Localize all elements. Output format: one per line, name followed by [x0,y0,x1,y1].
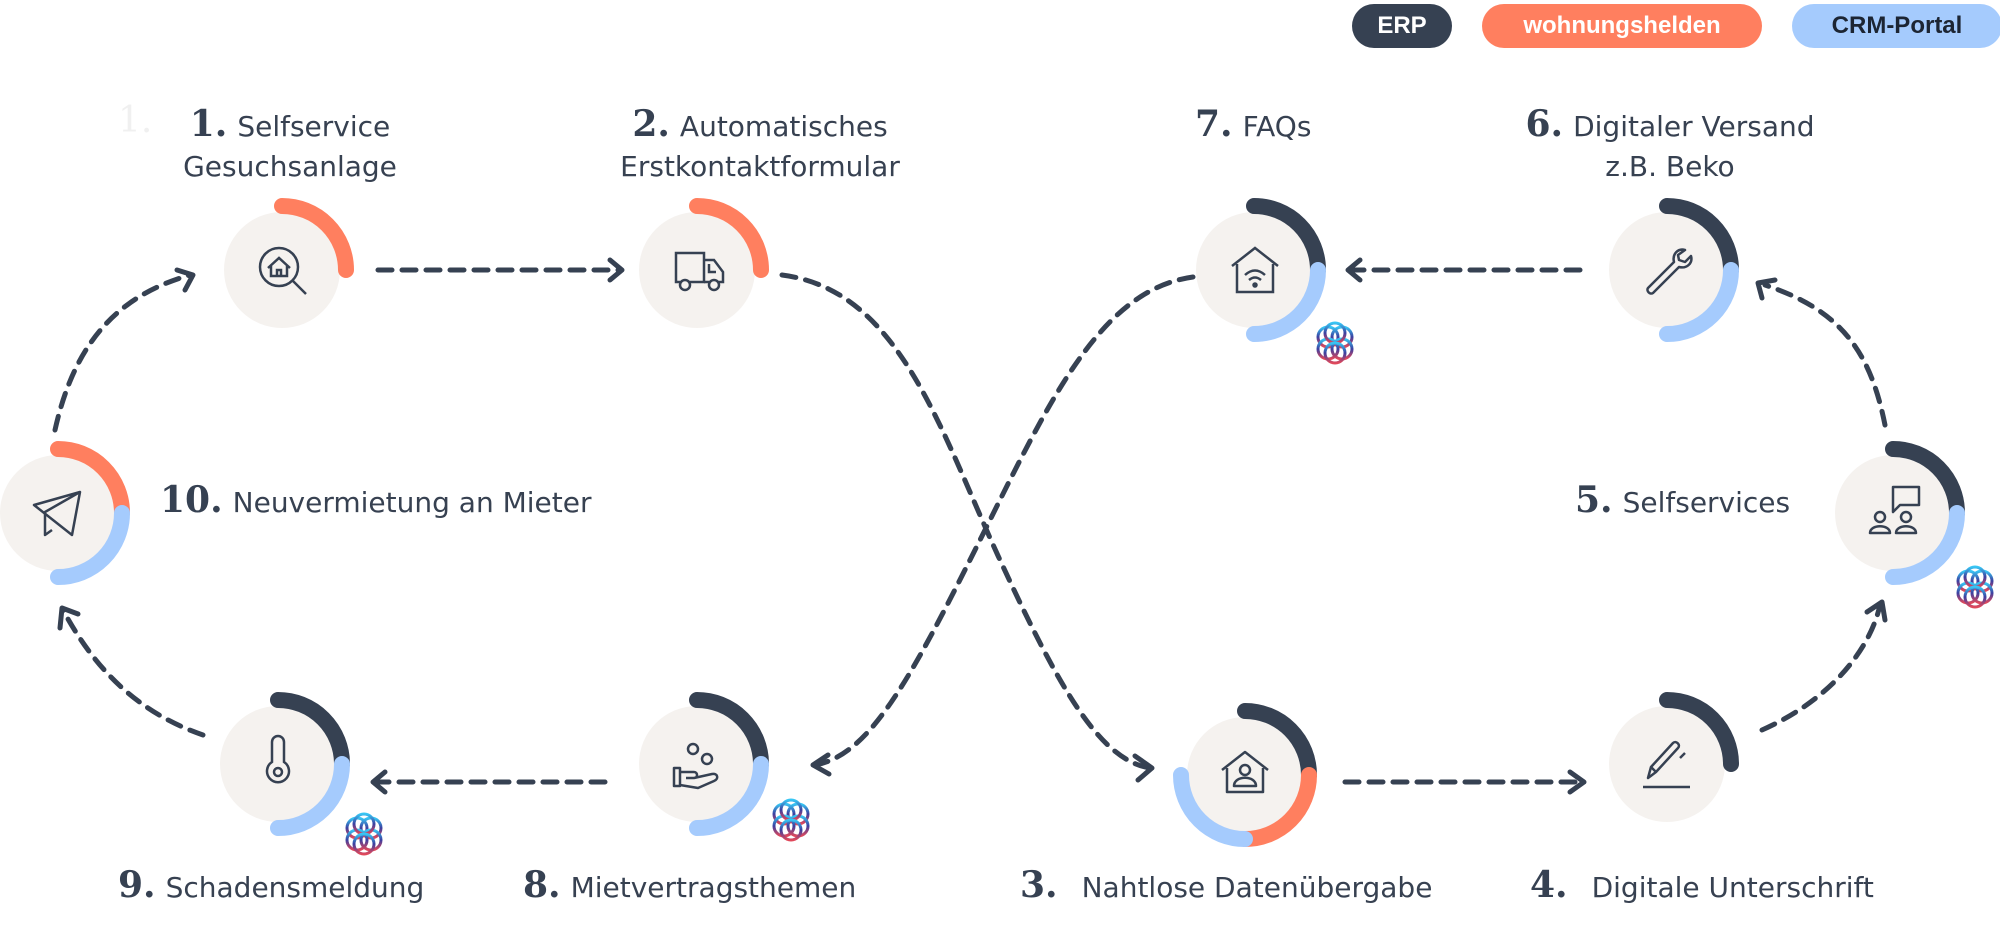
arrowhead-4 [1567,769,1587,795]
step-7-label: 7.FAQs [1195,103,1312,145]
smart-home-icon [1231,246,1279,294]
arrowhead-3 [1132,753,1155,783]
arrowhead-5 [1864,599,1888,623]
arrowhead-1 [174,267,196,293]
connector-10-1 [52,272,193,433]
house-search-icon [258,246,307,295]
house-person-icon [1221,750,1269,794]
connector-5-6 [1762,282,1888,428]
arrowhead-6 [1755,277,1778,301]
arrowheads [57,257,1888,795]
step-1-label: 1.Selfservice Gesuchsanlage [183,103,397,183]
arrowhead-7 [1345,257,1363,283]
connector-7-8 [812,274,1196,768]
thermometer-icon [265,734,291,784]
legend-erp: ERP [1352,4,1452,48]
crm-portal-logo-icon [772,798,810,842]
arrowhead-2 [607,257,625,283]
legend-wohnungshelden: wohnungshelden [1482,4,1762,48]
step-7-node [1196,198,1354,365]
step-3-node [1173,703,1317,847]
step-10-node [0,441,130,585]
step-10-label: 10.Neuvermietung an Mieter [160,479,592,521]
step-6-node [1609,198,1739,342]
step-8-label: 8.Mietvertragsthemen [523,864,857,906]
arrowhead-10 [57,605,81,631]
connector-4-5 [1759,602,1883,733]
hand-coins-icon [672,742,719,790]
ghost-number: 1. [118,100,153,141]
step-2-label: 2.Automatisches Erstkontaktformular [620,103,900,183]
pen-signature-icon [1643,740,1690,789]
people-chat-icon [1868,485,1921,535]
step-8-node [639,692,810,842]
arrowhead-8 [810,752,832,777]
connector-2-3 [779,272,1153,771]
paper-plane-icon [32,490,82,537]
step-6-label: 6.Digitaler Versand z.B. Beko [1525,103,1815,183]
step-5-node [1835,441,1994,609]
step-3-label: 3.Nahtlose Datenübergabe [1020,864,1433,906]
step-4-label: 4.Digitale Unterschrift [1530,864,1874,906]
step-1-node [224,198,354,328]
step-5-label: 5.Selfservices [1575,479,1791,521]
step-9-label: 9.Schadensmeldung [118,864,425,906]
connector-9-10 [60,607,206,738]
crm-portal-logo-icon [345,812,383,856]
truck-icon [674,251,725,292]
arrowhead-9 [370,769,388,795]
step-4-node [1609,692,1739,822]
connectors [52,267,1888,785]
wrench-icon [1646,248,1693,295]
crm-portal-logo-icon [1956,565,1994,609]
crm-portal-logo-icon [1316,321,1354,365]
step-2-node [639,198,769,328]
legend-crm-portal: CRM-Portal [1792,4,2000,48]
step-9-node [220,692,383,856]
